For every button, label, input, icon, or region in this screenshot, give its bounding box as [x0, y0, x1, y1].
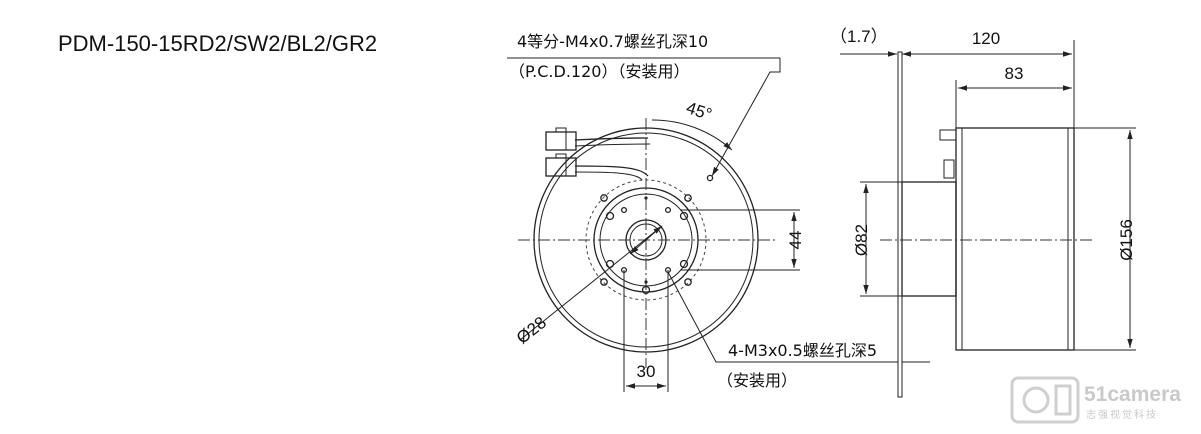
m3-mounting-holes — [605, 196, 689, 295]
dim-30-label: 30 — [637, 362, 656, 381]
shaft-hub — [901, 181, 957, 297]
dim-156-label: Ø156 — [1117, 219, 1136, 261]
angle-arc — [651, 119, 733, 151]
pcd-hole-note: 4等分-M4x0.7螺丝孔深10 — [517, 32, 708, 51]
watermark: 51camera 志强视觉科技 — [1010, 376, 1181, 424]
cable-connectors — [545, 127, 651, 181]
model-title: PDM-150-15RD2/SW2/BL2/GR2 — [58, 31, 377, 56]
dim-1-7-label: （1.7） — [830, 27, 888, 46]
pcd-leader — [711, 58, 781, 177]
motor-body — [955, 127, 1075, 351]
watermark-sub: 志强视觉科技 — [1086, 408, 1158, 421]
dia-28-leader — [519, 225, 663, 341]
m3-leader — [667, 271, 930, 363]
dim-83-label: 83 — [1005, 64, 1024, 83]
m3-hole-note: 4-M3x0.5螺丝孔深5 — [728, 341, 877, 360]
pcd-hole-note-sub: （P.C.D.120）（安装用） — [509, 62, 689, 81]
m4-mounting-holes — [600, 174, 714, 286]
side-view: Ø82 Ø156 120 83 （1.7） — [830, 27, 1136, 398]
dia-28-label: Ø28 — [513, 313, 550, 348]
camera-logo-icon — [1010, 376, 1080, 424]
watermark-brand: 51camera — [1084, 383, 1181, 406]
dim-44-label: 44 — [786, 231, 805, 250]
cable-gland — [939, 129, 957, 141]
m3-hole-note-sub: （安装用） — [717, 371, 797, 390]
angle-label: 45° — [684, 98, 714, 124]
dim-120-label: 120 — [972, 29, 1000, 48]
front-view: 45° 4等分-M4x0.7螺丝孔深10 （P.C.D.120）（安装用） Ø2… — [507, 32, 930, 392]
dim-82-label: Ø82 — [852, 224, 871, 256]
